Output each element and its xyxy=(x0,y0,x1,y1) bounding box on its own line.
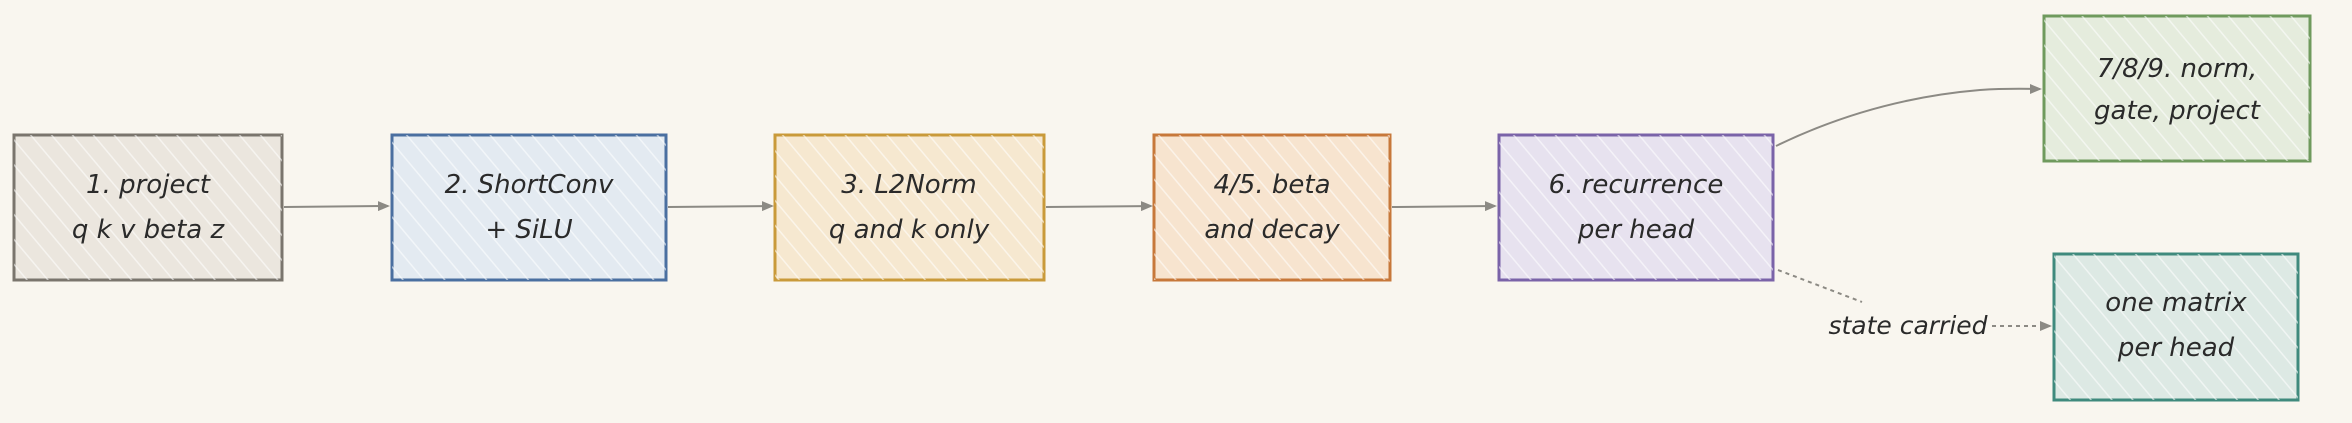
node-l2norm: 3. L2Norm q and k only xyxy=(773,133,1046,282)
arrow-recurrence-to-norm-gate-project xyxy=(1775,83,2042,147)
node-project-line1: 1. project xyxy=(86,170,211,200)
node-l2norm-line2: q and k only xyxy=(829,215,990,245)
node-recurrence-line2: per head xyxy=(1577,215,1695,245)
node-norm-gate-project: 7/8/9. norm, gate, project xyxy=(2042,14,2312,163)
node-beta-decay-line1: 4/5. beta xyxy=(1214,170,1331,200)
arrow-recurrence-to-state-matrix xyxy=(1777,269,1863,303)
edge-label-state-carried: state carried xyxy=(1828,311,1987,340)
arrows xyxy=(283,83,2052,331)
arrow-project-to-shortconv xyxy=(283,201,390,212)
node-project-line2: q k v beta z xyxy=(72,215,226,245)
node-norm-gate-project-line2: gate, project xyxy=(2094,96,2261,126)
node-recurrence: 6. recurrence per head xyxy=(1497,133,1775,282)
node-state-matrix: one matrix per head xyxy=(2052,252,2300,402)
node-state-matrix-line1: one matrix xyxy=(2105,288,2247,318)
node-shortconv: 2. ShortConv + SiLU xyxy=(390,133,668,282)
node-project: 1. project q k v beta z xyxy=(12,133,284,282)
node-shortconv-line2: + SiLU xyxy=(485,215,572,245)
node-beta-decay: 4/5. beta and decay xyxy=(1152,133,1392,282)
node-beta-decay-line2: and decay xyxy=(1204,215,1340,245)
node-state-matrix-line2: per head xyxy=(2117,333,2235,363)
arrow-shortconv-to-l2norm xyxy=(667,201,774,212)
arrow-beta-decay-to-recurrence xyxy=(1391,201,1497,212)
node-shortconv-line1: 2. ShortConv xyxy=(445,170,614,200)
node-norm-gate-project-line1: 7/8/9. norm, xyxy=(2097,54,2257,84)
node-recurrence-line1: 6. recurrence xyxy=(1549,170,1724,200)
arrow-l2norm-to-beta-decay xyxy=(1045,201,1153,212)
node-l2norm-line1: 3. L2Norm xyxy=(841,170,976,200)
